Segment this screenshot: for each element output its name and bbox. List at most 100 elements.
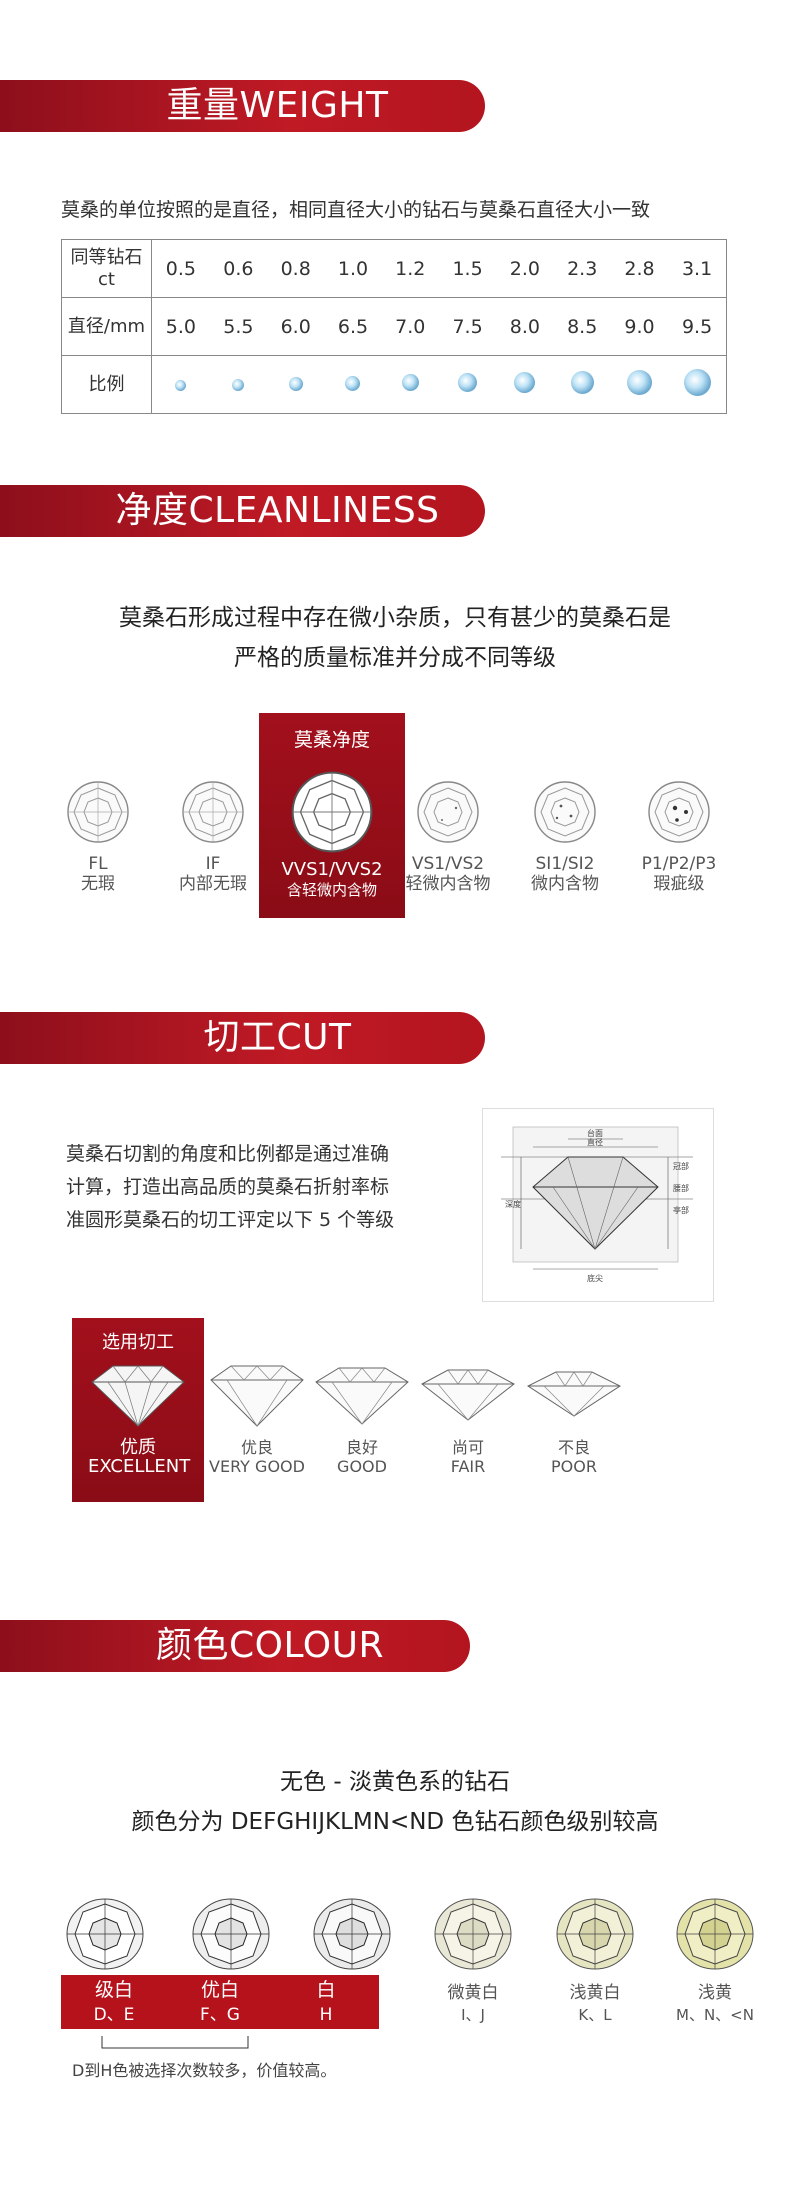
colour-highlight-bar: 级白 D、E 优白 F、G 白 H: [61, 1975, 379, 2029]
diagram-label-pavilion: 亭部: [673, 1205, 689, 1215]
ratio-cell: [610, 355, 669, 414]
diamond-top-icon: [67, 781, 129, 843]
colour-title-banner: 颜色COLOUR: [0, 1620, 470, 1672]
colour-grade: F、G: [200, 2005, 240, 2025]
colour-name: 优白: [200, 1979, 239, 2001]
clarity-grade-vs: VS1/VS2 轻微内含物: [388, 780, 508, 894]
ct-cell: 1.5: [438, 239, 497, 298]
clarity-code: VVS1/VVS2: [281, 859, 383, 880]
colour-grade: I、J: [461, 2006, 485, 2024]
clarity-desc: 微内含物: [531, 874, 599, 894]
ratio-cell: [381, 355, 439, 414]
diamond-brilliant-icon: [434, 1898, 512, 1970]
table-row-mm: 直径/mm 5.0 5.5 6.0 6.5 7.0 7.5 8.0 8.5 9.…: [61, 297, 728, 356]
diamond-icon: [401, 373, 419, 391]
diamond-side-icon: [526, 1371, 622, 1417]
colour-grade: M、N、<N: [676, 2006, 754, 2024]
colour-name: 白: [316, 1979, 336, 2001]
cut-grade-fair: 尚可 FAIR: [418, 1358, 518, 1476]
ratio-cell: [267, 355, 325, 414]
diamond-top-icon: [291, 771, 373, 853]
ct-cell: 2.3: [553, 239, 611, 298]
clarity-grade-vvs: VVS1/VVS2 含轻微内含物: [272, 770, 392, 900]
mm-cell: 7.0: [381, 297, 439, 356]
weight-title: 重量WEIGHT: [166, 85, 389, 126]
colour-bracket: [101, 2036, 249, 2049]
diamond-icon: [683, 368, 711, 396]
clarity-desc: 内部无瑕: [179, 874, 247, 894]
ct-cell: 0.5: [151, 239, 210, 298]
colour-cell-fg: 优白 F、G: [167, 1975, 273, 2027]
mm-cell: 5.0: [151, 297, 210, 356]
cut-intro-line2: 计算，打造出高品质的莫桑石折射率标: [66, 1176, 390, 1198]
cut-grade-en: VERY GOOD: [209, 1457, 305, 1476]
clarity-grade-fl: FL 无瑕: [38, 780, 158, 894]
clarity-desc: 轻微内含物: [405, 874, 491, 894]
diamond-top-icon: [417, 781, 479, 843]
cut-grade-poor: 不良 POOR: [524, 1358, 624, 1476]
colour-title: 颜色COLOUR: [156, 1625, 384, 1666]
diamond-icon: [175, 379, 187, 391]
cut-grade-cn: 优良: [240, 1438, 273, 1457]
colour-diamond-de: [50, 1896, 160, 1978]
clarity-code: FL: [88, 854, 108, 874]
cut-highlight-label: 选用切工: [102, 1332, 174, 1353]
clarity-desc: 含轻微内含物: [286, 881, 377, 899]
ratio-cell: [151, 355, 210, 414]
colour-grade: H: [319, 2005, 333, 2025]
clarity-title-banner: 净度CLEANLINESS: [0, 485, 485, 537]
diamond-icon: [232, 378, 245, 391]
ratio-cell: [496, 355, 554, 414]
diamond-brilliant-icon: [66, 1898, 144, 1970]
ratio-cell: [209, 355, 268, 414]
ct-cell: 1.0: [324, 239, 382, 298]
diamond-top-icon: [648, 781, 710, 843]
diamond-brilliant-icon: [556, 1898, 634, 1970]
clarity-code: VS1/VS2: [411, 854, 485, 874]
diamond-brilliant-icon: [676, 1898, 754, 1970]
diamond-icon: [514, 371, 536, 393]
ct-cell: 2.8: [610, 239, 669, 298]
diagram-label-depth: 深度: [505, 1199, 521, 1209]
diagram-label-diameter: 直径: [587, 1137, 603, 1147]
diamond-brilliant-icon: [192, 1898, 270, 1970]
mm-cell: 9.0: [610, 297, 669, 356]
clarity-desc: 瑕疵级: [653, 874, 705, 894]
colour-diamond-h: [297, 1896, 407, 1978]
clarity-code: IF: [205, 854, 221, 874]
colour-grade: D、E: [93, 2005, 135, 2025]
cut-title-banner: 切工CUT: [0, 1012, 485, 1064]
ct-cell: 0.8: [267, 239, 325, 298]
clarity-grade-si: SI1/SI2 微内含物: [505, 780, 625, 894]
ratio-cell: [324, 355, 382, 414]
clarity-desc: 无瑕: [81, 874, 115, 894]
colour-diamond-ij: 微黄白 I、J: [418, 1896, 528, 2026]
cut-grade-cn: 优质: [120, 1437, 156, 1458]
colour-intro-line2: 颜色分为 DEFGHIJKLMN<ND 色钻石颜色级别较高: [131, 1809, 659, 1835]
mm-cell: 8.5: [553, 297, 611, 356]
colour-grade: K、L: [578, 2006, 612, 2024]
mm-cell: 7.5: [438, 297, 497, 356]
diamond-side-icon: [421, 1369, 515, 1421]
diamond-side-icon: [315, 1367, 409, 1425]
diamond-top-icon: [534, 781, 596, 843]
cut-proportion-diagram: 台面 直径 冠部 腰部 亭部 深度 底尖: [482, 1108, 714, 1302]
ct-cell: 2.0: [496, 239, 554, 298]
cut-grade-en: GOOD: [337, 1457, 387, 1476]
cut-grade-excellent: 优质 EXCELLENT: [88, 1358, 190, 1476]
ratio-cell: [668, 355, 728, 414]
diamond-icon: [626, 369, 652, 395]
cut-grade-very-good: 优良 VERY GOOD: [207, 1358, 307, 1476]
ratio-cell: [553, 355, 611, 414]
clarity-intro-line2: 严格的质量标准并分成不同等级: [234, 645, 556, 671]
mm-cell: 8.0: [496, 297, 554, 356]
colour-cell-de: 级白 D、E: [61, 1975, 167, 2027]
clarity-grade-if: IF 内部无瑕: [153, 780, 273, 894]
row-label-ratio: 比例: [61, 355, 152, 414]
colour-diamond-mn: 浅黄 M、N、<N: [660, 1896, 770, 2026]
ratio-cell: [438, 355, 497, 414]
diagram-label-table: 台面: [587, 1128, 603, 1138]
weight-title-banner: 重量WEIGHT: [0, 80, 485, 132]
